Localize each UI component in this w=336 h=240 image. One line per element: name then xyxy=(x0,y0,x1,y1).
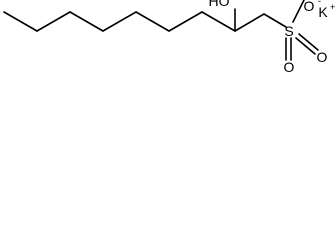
hydroxyl-label: HO xyxy=(209,0,230,9)
alkyl-chain xyxy=(3,11,236,32)
s-o-double-bond-b xyxy=(295,37,316,55)
sulfur-label: S xyxy=(284,23,293,39)
chain-bond-2 xyxy=(36,11,71,32)
c-s-bond xyxy=(263,13,287,28)
chain-bond-1 xyxy=(3,11,38,32)
chain-bond-3 xyxy=(69,11,104,32)
s-o-double-bond-a xyxy=(298,33,319,51)
oxygen-double-bond-label-2: O xyxy=(284,59,295,75)
chain-bond-6 xyxy=(168,11,203,32)
chain-bond-7 xyxy=(201,11,236,32)
sulfonate-group xyxy=(285,0,319,61)
chain-bond-8 xyxy=(234,13,265,32)
potassium-label: K xyxy=(318,4,328,20)
potassium-charge-label: + xyxy=(330,2,335,12)
structural-formula: HO S O O O - K + xyxy=(3,0,335,75)
chain-bond-5 xyxy=(135,11,170,32)
oxygen-anion-label: O xyxy=(304,0,315,14)
anion-charge-label: - xyxy=(318,0,321,6)
s-o-anion-bond xyxy=(292,0,305,23)
oxygen-double-bond-label-1: O xyxy=(317,49,328,65)
chain-bond-4 xyxy=(102,11,137,32)
